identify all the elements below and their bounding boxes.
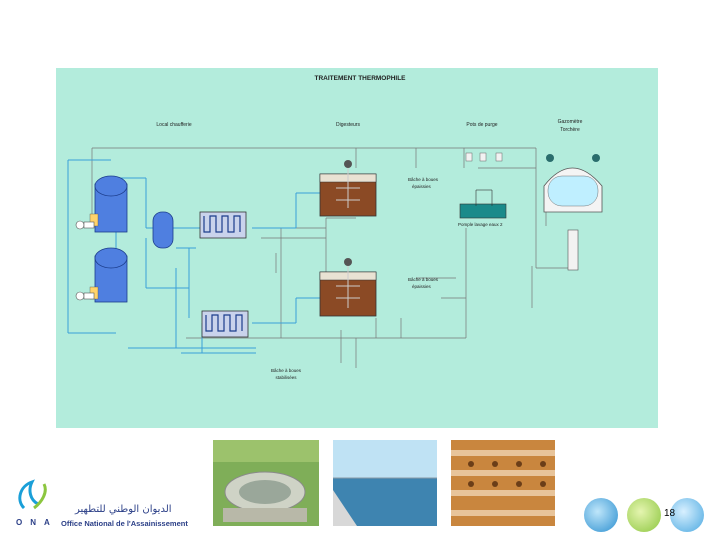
heat-exchanger-bottom [201, 310, 249, 338]
treatment-basin-photo [213, 440, 319, 526]
gas-cans-label: Pots de purge [466, 122, 497, 128]
process-diagram: TRAITEMENT THERMOPHILE Local chaufferie … [56, 68, 658, 428]
ona-letters: ONA [16, 518, 58, 527]
heat-exchanger-top [199, 211, 247, 239]
diagram-title: TRAITEMENT THERMOPHILE [315, 75, 407, 82]
weir-photo [451, 440, 555, 526]
gasometer-label: Gazomètre [558, 119, 583, 125]
drop-circle-icon [670, 498, 704, 532]
purge-pots [465, 152, 503, 162]
leaf-circle-icon [627, 498, 661, 532]
ona-emblem-icon [18, 479, 47, 510]
sludge-tank-top-label-1: Bâche à boues [408, 177, 439, 182]
burner-icons [75, 220, 95, 301]
sludge-tank-bottom-label-1: Bâche à boues [408, 277, 439, 282]
flare-label: Torchère [560, 127, 580, 133]
water-channel-photo [333, 440, 437, 526]
wash-tank [459, 189, 507, 219]
stabilized-sludge-label-2: stabilisées [275, 375, 297, 380]
boiler-room-label: Local chaufferie [156, 122, 191, 128]
pump-label: Pomple lavage eaux 2 [458, 222, 503, 227]
org-name-arabic: الديوان الوطني للتطهير [75, 504, 172, 515]
stabilized-sludge-label-1: Bâche à boues [271, 368, 302, 373]
gasometer [543, 154, 603, 213]
boiler-bottom [89, 247, 128, 303]
ona-logo [14, 478, 204, 530]
org-name-french: Office National de l'Assainissement [61, 519, 188, 528]
water-circle-icon [584, 498, 618, 532]
digesters-label: Digesteurs [336, 122, 360, 128]
sludge-tank-bottom-label-2: épaissies [412, 284, 432, 289]
diagram-svg: TRAITEMENT THERMOPHILE Local chaufferie … [67, 75, 603, 380]
page-number: 18 [664, 508, 676, 519]
buffer-tank [152, 211, 174, 249]
boiler-top [89, 175, 128, 233]
flare [567, 229, 579, 271]
sludge-tank-top-label-2: épaissies [412, 184, 432, 189]
digester-top [319, 160, 377, 217]
digester-bottom [319, 258, 377, 317]
